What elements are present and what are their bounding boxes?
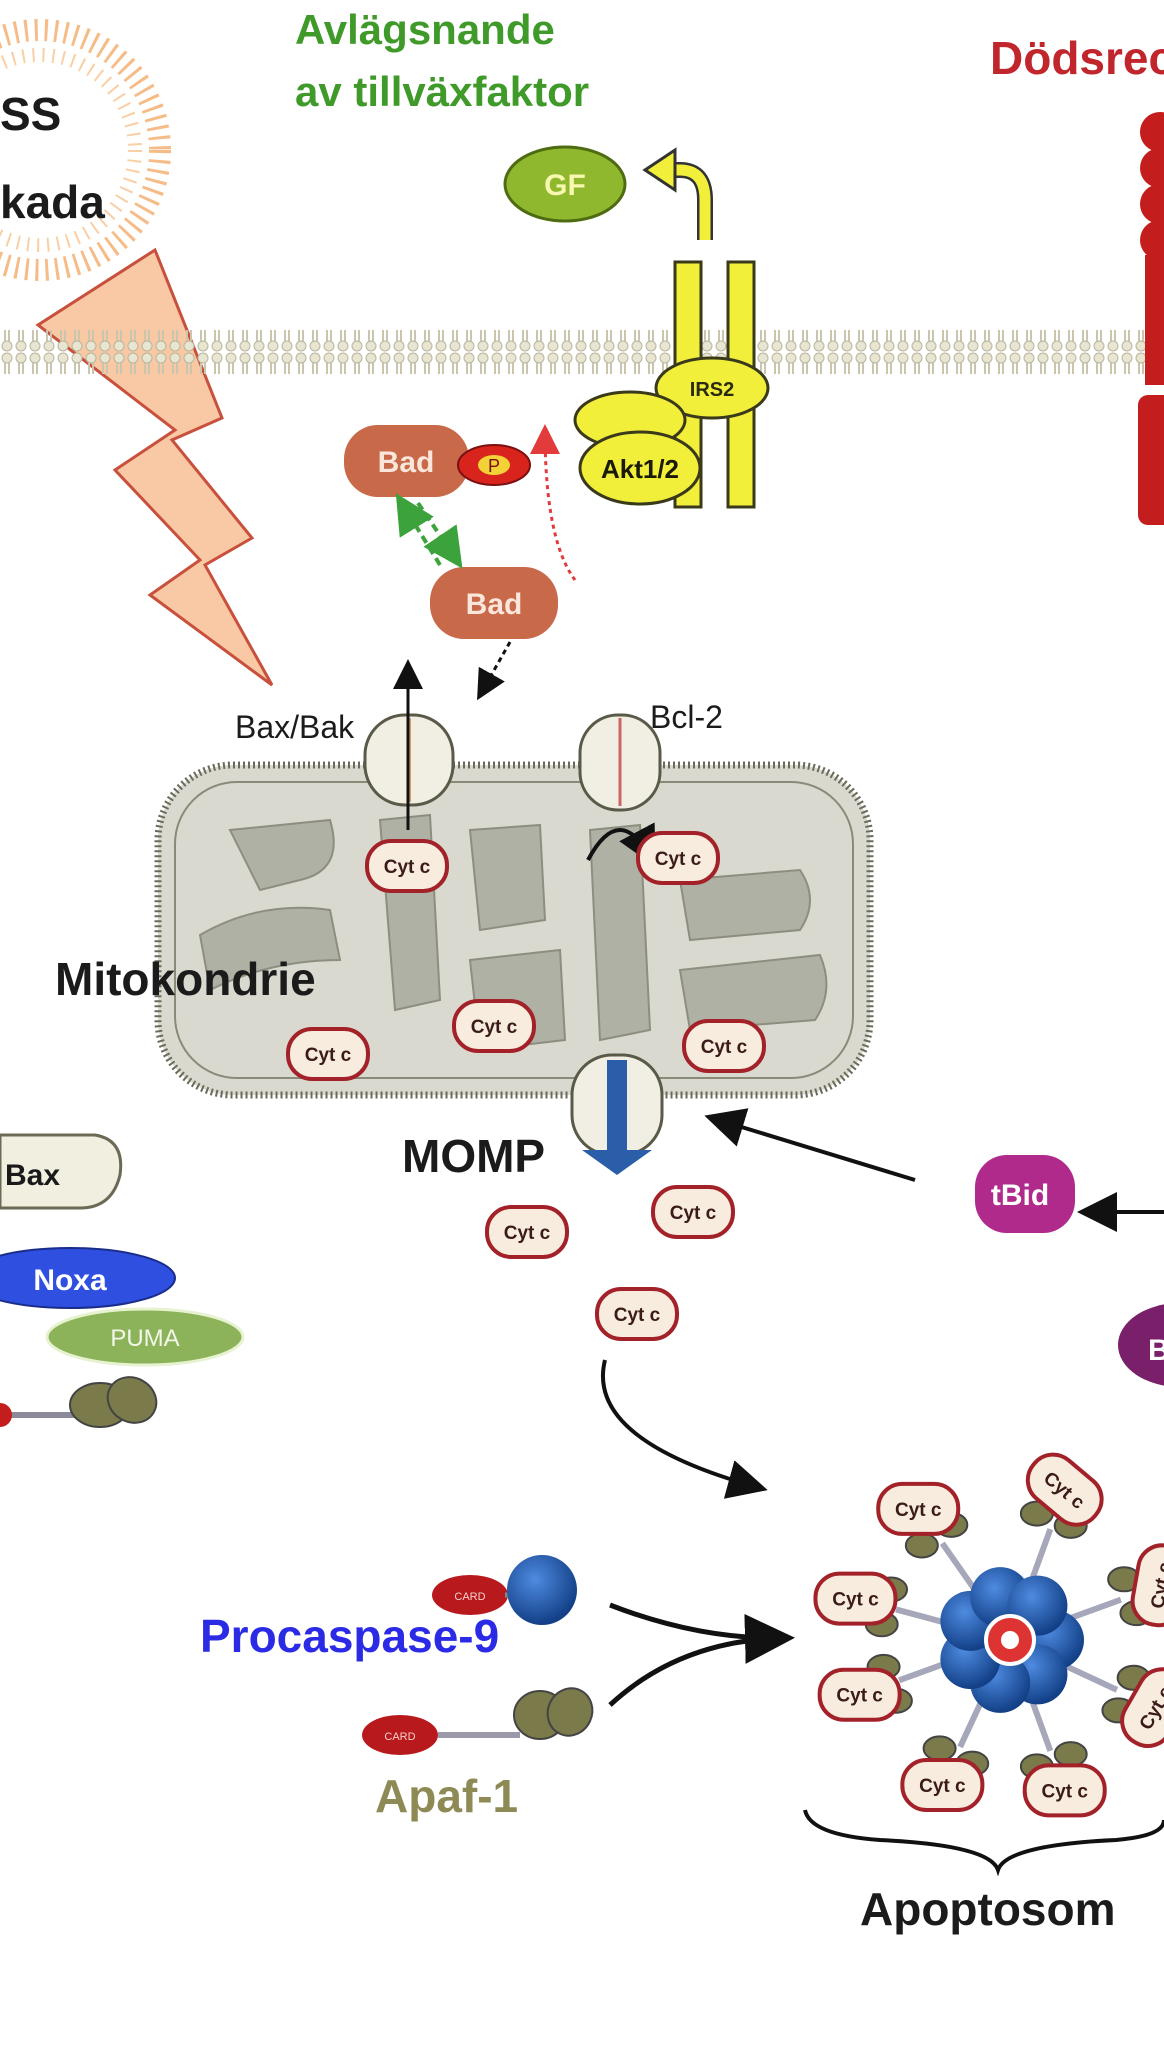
death-receptor [1138,112,1164,525]
cytc-chip: Cyt c [813,1571,898,1626]
momp-channel [570,1053,664,1175]
procaspase-merge-arrow [609,1602,795,1664]
cytc-chip: Cyt c [1022,1763,1107,1818]
apoptosome: Cyt c Cyt c Cyt c Cyt c Cyt c Cyt c Cyt c Cyt c [813,1452,1164,1818]
apoptosome-center [1001,1631,1019,1649]
bad-phosphorylated: Bad P [344,425,531,497]
bad-mito-arrow [477,641,512,701]
cytochrome-c-group: Cyt c Cyt c Cyt c Cyt c Cyt c Cyt c Cyt c Cyt c [286,831,766,1341]
apaf1-left-partial [0,1376,158,1428]
gf-removal-label-2: av tillväxfaktor [295,68,589,115]
cytc-chip: Cyt c [1130,1543,1164,1628]
bcl2-label: Bcl-2 [650,699,723,735]
gf-label: GF [544,169,586,202]
stress-burst: SS kada [0,19,171,281]
cytc-label: Cyt c [471,1017,518,1038]
cytc-chip: Cyt c [365,839,449,893]
cytc-label: Cyt c [614,1305,661,1326]
bad: Bad [430,567,558,639]
growth-factor: GF [503,145,627,223]
noxa-protein: Noxa [0,1247,176,1309]
momp-label: MOMP [402,1130,545,1182]
cytc-label: Cyt c [832,1590,879,1611]
cytc-chip: Cyt c [876,1481,961,1536]
apaf1-domain [922,1735,957,1762]
cytc-chip: Cyt c [595,1287,679,1341]
plasma-membrane [0,330,1164,374]
akt-label: Akt1/2 [601,454,679,484]
cytc-label: Cyt c [701,1037,748,1058]
bad-label-top: Bad [378,446,435,479]
gf-removal-label-1: Avlägsnande [295,6,555,53]
cytc-label: Cyt c [655,849,702,870]
bax-label: Bax [5,1159,60,1192]
apoptosome-label: Apoptosom [860,1883,1116,1935]
cytc-label: Cyt c [919,1776,966,1797]
cytc-label: Cyt c [895,1500,942,1521]
tbid-momp-arrow [704,1108,916,1182]
bax-bak-label: Bax/Bak [235,709,355,745]
death-receptor-label: Dödsrec [990,32,1164,84]
cytc-label: Cyt c [384,857,431,878]
bax-protein: Bax [0,1133,123,1210]
apaf1-label: Apaf-1 [375,1770,518,1822]
cytc-chip: Cyt c [900,1758,985,1813]
procaspase9-molecule: CARD [432,1555,577,1625]
cytc-chip: Cyt c [452,999,536,1053]
cytc-label: Cyt c [504,1223,551,1244]
stress-label-bottom: kada [0,176,105,228]
irs2: IRS2 [654,356,770,420]
noxa-label: Noxa [33,1264,107,1297]
procaspase9-card-label: CARD [454,1591,485,1603]
cytc-label: Cyt c [305,1045,352,1066]
cytc-chip: Cyt c [651,1185,735,1239]
bcl2-channel [578,713,662,812]
apaf1-merge-arrow [608,1635,786,1707]
bid-label: B [1148,1334,1164,1367]
apaf1-molecule: CARD [362,1687,594,1755]
bad-akt-arrow [530,424,577,581]
procaspase9-label: Procaspase-9 [200,1610,499,1662]
irs2-label: IRS2 [690,379,734,401]
apaf1-domain [904,1532,939,1559]
stress-label-top: SS [0,88,61,140]
cytc-chip: Cyt c [817,1667,902,1722]
bad-equilibrium-arrow-1 [395,493,442,567]
apoptosome-brace [803,1809,1164,1877]
tbid: tBid [975,1155,1075,1233]
cytc-label: Cyt c [670,1203,717,1224]
bad-label-bottom: Bad [466,588,523,621]
phospho-label: P [488,456,500,476]
cytc-chip: Cyt c [485,1205,569,1259]
cytc-chip: Cyt c [1120,1667,1164,1748]
cytc-chip: Cyt c [682,1019,766,1073]
cytc-label: Cyt c [1041,1781,1088,1802]
mitochondria-label: Mitokondrie [55,953,316,1005]
cytc-label: Cyt c [836,1686,883,1707]
apaf1-card-label: CARD [384,1731,415,1743]
cytc-apoptosome-arrow [601,1359,768,1499]
lightning-bolt-icon [35,247,274,687]
akt: Akt1/2 [573,390,702,506]
bad-equilibrium-arrow-2 [416,501,463,569]
cytc-chip: Cyt c [636,831,720,885]
apaf1-domain [1053,1741,1088,1768]
cytc-chip: Cyt c [286,1027,370,1081]
puma-label: PUMA [110,1325,179,1352]
puma-protein: PUMA [45,1307,245,1367]
tbid-label: tBid [991,1179,1049,1212]
cytc-chip: Cyt c [1025,1452,1104,1527]
bid-partial: B [1118,1304,1164,1386]
